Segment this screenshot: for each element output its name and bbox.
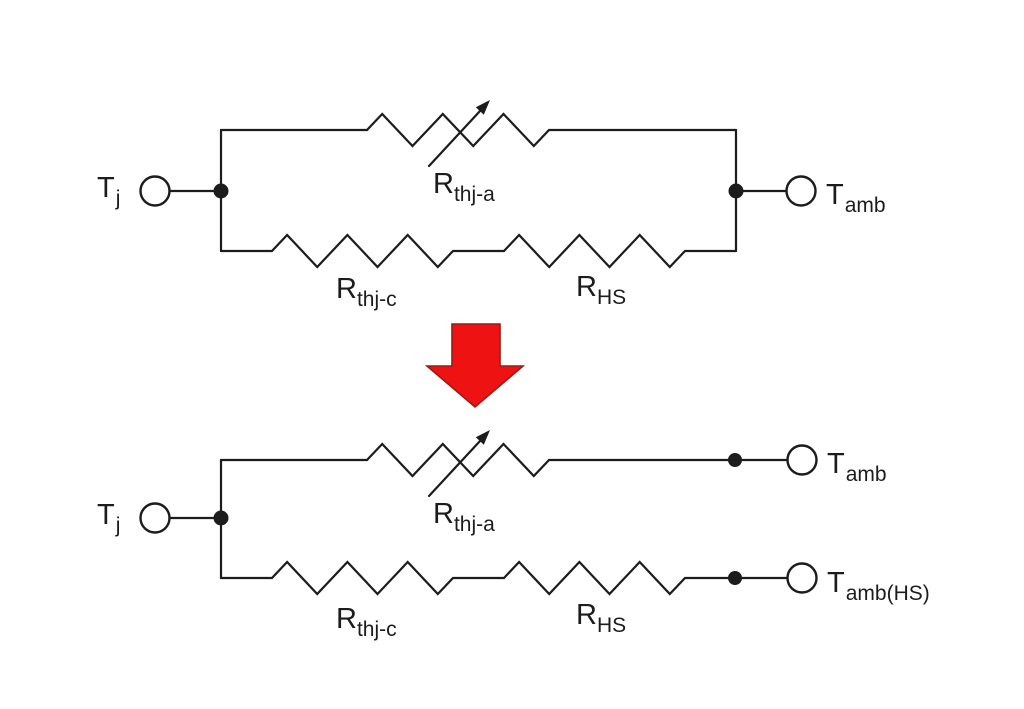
tambhs-label: Tamb(HS) [827, 567, 930, 605]
lower-branch-node-dot [728, 571, 742, 585]
tj-terminal [139, 502, 171, 534]
top-circuit: Tj Rthj-a Rthj-c RHS Tamb [97, 100, 886, 311]
tj-label: Tj [97, 499, 120, 537]
tj-label: Tj [97, 172, 120, 210]
variable-resistor-arrowhead [475, 430, 490, 445]
rthja-label: Rthj-a [433, 168, 495, 206]
variable-resistor-branch [219, 112, 738, 148]
tamb-terminal [786, 444, 818, 476]
variable-resistor-branch [219, 442, 789, 478]
tamb-label: Tamb [826, 179, 886, 217]
variable-resistor-arrow [427, 439, 482, 498]
rthjc-label: Rthj-c [336, 603, 397, 641]
variable-resistor-arrowhead [475, 100, 490, 115]
tambhs-terminal [786, 562, 818, 594]
down-arrow-icon [424, 323, 526, 409]
tj-terminal [139, 175, 171, 207]
rhs-label: RHS [576, 599, 626, 637]
upper-branch-node-dot [728, 453, 742, 467]
tamb-label: Tamb [827, 448, 887, 486]
bottom-circuit: Tj Rthj-a Tamb Tamb(HS) Rthj-c RHS [97, 430, 930, 641]
series-resistor-branch [219, 233, 738, 269]
series-resistor-branch [219, 560, 789, 596]
rthjc-label: Rthj-c [336, 273, 397, 311]
rthja-label: Rthj-a [433, 498, 495, 536]
variable-resistor-arrow [427, 109, 482, 168]
rhs-label: RHS [576, 271, 626, 309]
tamb-terminal [785, 175, 817, 207]
